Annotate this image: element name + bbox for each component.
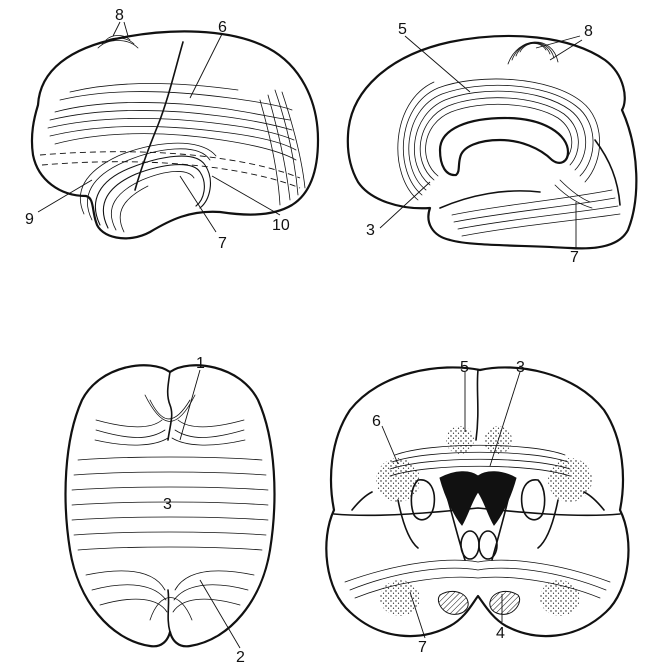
stipple-area-right-upper (548, 458, 592, 502)
label-coronal-7: 7 (418, 639, 427, 656)
label-coronal-5: 5 (460, 359, 469, 376)
coronal-section-panel: 5 3 6 7 4 (326, 359, 628, 656)
superior-view-panel: 1 3 2 (66, 355, 275, 664)
medial-hemisphere-panel: 5 8 3 7 (348, 21, 637, 266)
label-lateral-8: 8 (115, 7, 124, 24)
stipple-area-left-lower (380, 580, 420, 616)
label-superior-2: 2 (236, 649, 245, 664)
label-medial-5: 5 (398, 21, 407, 38)
label-coronal-3: 3 (516, 359, 525, 376)
label-lateral-7: 7 (218, 235, 227, 252)
lateral-hemisphere-panel: 8 6 9 7 10 (25, 7, 318, 252)
label-coronal-4: 4 (496, 625, 505, 642)
label-superior-3: 3 (163, 496, 172, 513)
label-superior-1: 1 (196, 355, 205, 372)
label-coronal-6: 6 (372, 413, 381, 430)
label-medial-8: 8 (584, 23, 593, 40)
label-medial-3: 3 (366, 222, 375, 239)
label-medial-7: 7 (570, 249, 579, 266)
stipple-area-midleft (446, 426, 474, 454)
label-lateral-6: 6 (218, 19, 227, 36)
label-lateral-10: 10 (272, 217, 290, 234)
label-lateral-9: 9 (25, 211, 34, 228)
stipple-area-left-upper (376, 458, 420, 502)
stipple-area-right-lower (540, 580, 580, 616)
